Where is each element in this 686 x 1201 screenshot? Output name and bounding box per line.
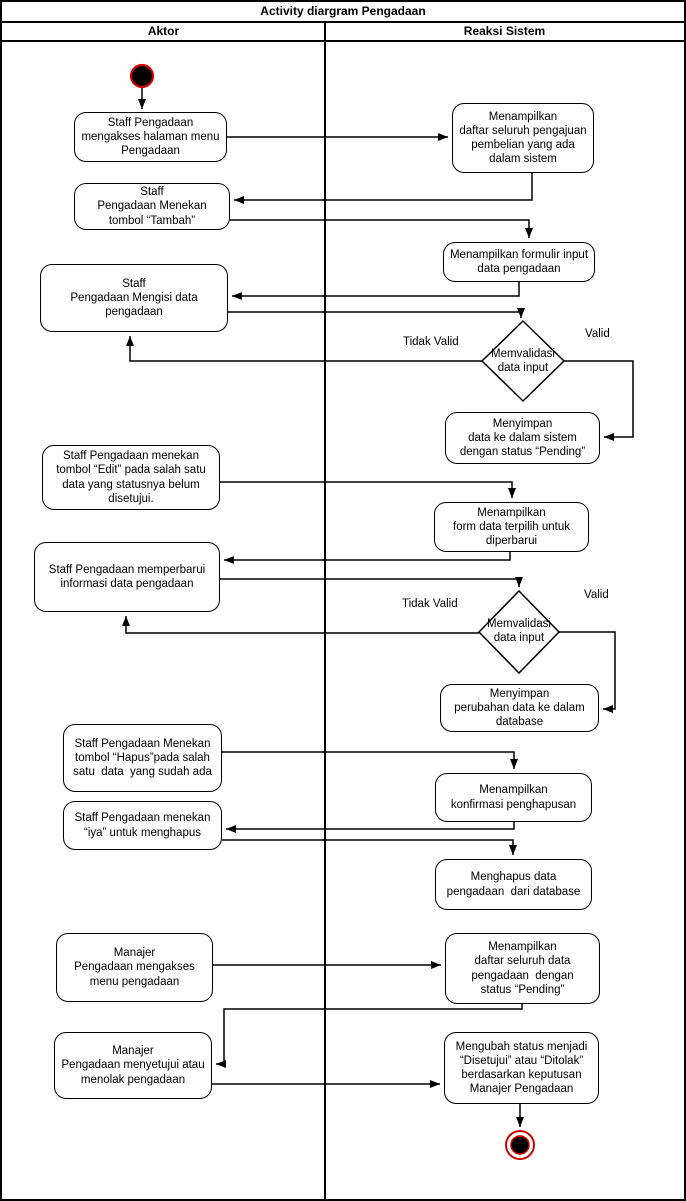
activity-simpan-status-pending: Menyimpan data ke dalam sistem dengan st… [445,412,600,464]
edge-b8-to-a9 [216,1004,523,1068]
activity-tekan-iya-menghapus: Staff Pengadaan menekan “iya” untuk meng… [63,801,222,850]
edge-b6-to-a7 [226,822,515,833]
activity-tekan-tombol-edit: Staff Pengadaan menekan tombol “Edit” pa… [42,445,220,510]
edge-b2-to-a3 [232,282,520,300]
edge-b1-to-a2 [234,173,533,204]
decision-2-label: Memvalidasi data input [487,618,551,644]
activity-tampil-daftar-pengajuan: Menampilkan daftar seluruh pengajuan pem… [452,103,594,173]
activity-tampil-konfirmasi-hapus: Menampilkan konfirmasi penghapusan [435,773,592,822]
activity-tekan-tombol-hapus: Staff Pengadaan Menekan tombol “Hapus”pa… [63,724,222,792]
activity-manajer-menyetujui: Manajer Pengadaan menyetujui atau menola… [54,1032,212,1099]
activity-menghapus-data: Menghapus data pengadaan dari database [435,859,592,910]
activity-tampil-formulir-input: Menampilkan formulir input data pengadaa… [443,242,595,282]
activity-tampil-form-terpilih: Menampilkan form data terpilih untuk dip… [434,502,589,552]
activity-mengisi-data-pengadaan: Staff Pengadaan Mengisi data pengadaan [40,264,228,332]
edge-d2-valid-to-b5 [559,631,616,713]
edge-a7-to-b7 [222,839,517,855]
activity-simpan-perubahan: Menyimpan perubahan data ke dalam databa… [440,684,599,732]
lane-header-aktor: Aktor [2,23,325,42]
activity-manajer-akses-menu: Manajer Pengadaan mengakses menu pengada… [56,933,213,1002]
edge-b4-to-a5 [224,552,511,564]
activity-tampil-data-pending: Menampilkan daftar seluruh data pengadaa… [445,933,600,1004]
guard-label-tidak-valid-2: Tidak Valid [402,598,458,610]
edge-a4-to-b4 [220,481,516,498]
lane-divider [324,23,326,1199]
guard-label-tidak-valid-1: Tidak Valid [403,336,459,348]
edge-a3-to-decision1 [228,308,525,318]
guard-label-valid-1: Valid [585,328,610,340]
decision-1-label: Memvalidasi data input [491,348,555,374]
decision-2-diamond [477,589,561,675]
edge-d1-valid-to-b3 [564,360,634,441]
activity-tekan-tombol-tambah: Staff Pengadaan Menekan tombol “Tambah” [74,183,230,230]
edge-a6-to-b6 [222,751,518,769]
start-node [129,63,155,89]
end-node-inner [510,1135,530,1155]
edge-d1-tidakvalid-to-a3 [126,336,482,362]
guard-label-valid-2: Valid [584,589,609,601]
activity-ubah-status: Mengubah status menjadi “Disetujui” atau… [444,1032,599,1104]
lane-header-reaksi-sistem: Reaksi Sistem [325,23,684,42]
activity-akses-halaman-pengadaan: Staff Pengadaan mengakses halaman menu P… [74,112,227,162]
edge-a2-to-b2 [230,219,533,238]
swimlane-headers: Aktor Reaksi Sistem [2,23,684,42]
edge-d2-tidakvalid-to-a5 [122,616,479,634]
edge-a5-to-decision2 [220,577,523,587]
decision-1-diamond [480,319,566,403]
activity-memperbarui-informasi: Staff Pengadaan memperbarui informasi da… [34,542,220,612]
diagram-title: Activity diargram Pengadaan [2,2,684,23]
